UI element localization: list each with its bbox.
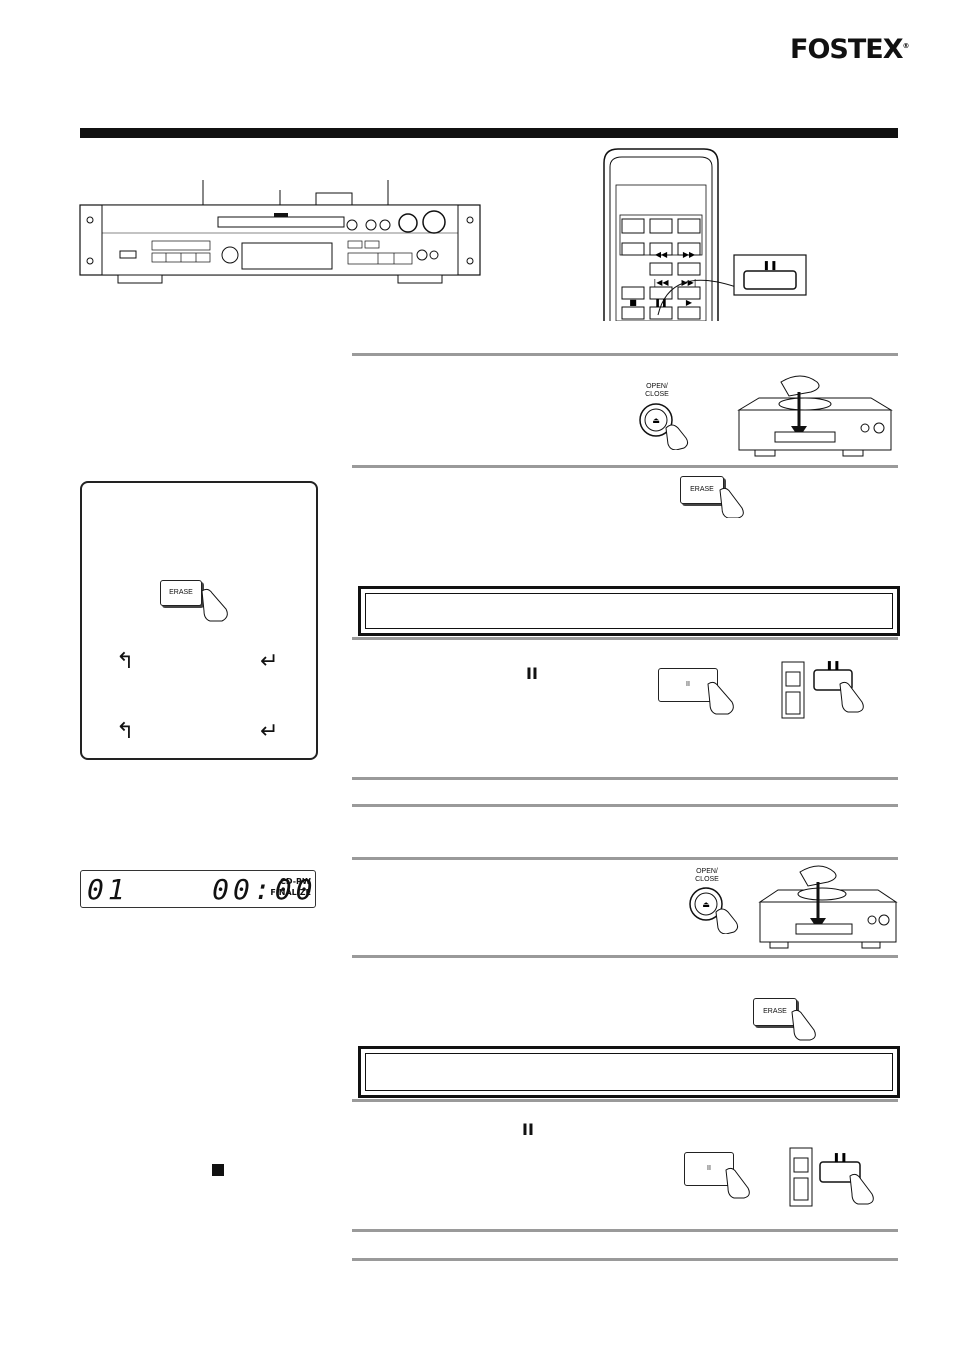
- lcd-display: 01 00:00 CD-RW FINALIZE: [80, 870, 316, 908]
- svg-text:▶▶|: ▶▶|: [682, 278, 697, 287]
- section-divider: [352, 1258, 898, 1261]
- open-close-label: OPEN/ CLOSE: [695, 868, 719, 883]
- lcd-status: FINALIZE: [270, 888, 311, 897]
- return-arrow-icon: ↵: [260, 719, 279, 744]
- front-panel-illustration: [79, 180, 481, 284]
- disc-insert-figure: [758, 865, 898, 949]
- svg-text:◀◀: ◀◀: [655, 250, 668, 259]
- return-arrow-icon: ↵: [260, 649, 279, 674]
- section-title-bar: [80, 128, 898, 138]
- pressing-hand-icon: [201, 588, 228, 622]
- section-divider: [352, 777, 898, 780]
- return-up-arrow-icon: ↰: [116, 719, 135, 744]
- side-erase-key: ERASE: [160, 580, 202, 606]
- open-close-label: OPEN/ CLOSE: [645, 383, 669, 398]
- remote-illustration: ◀◀ ▶▶ |◀◀ ▶▶| ■ ❚❚ ▶ ❚❚: [603, 148, 807, 321]
- pressing-hand-icon: [707, 681, 734, 715]
- svg-text:⏏: ⏏: [652, 416, 660, 425]
- svg-text:❚❚: ❚❚: [825, 661, 840, 671]
- svg-text:■: ■: [629, 298, 637, 307]
- lcd-track-number: 01: [87, 873, 129, 906]
- svg-text:❚❚: ❚❚: [654, 298, 667, 307]
- section-divider: [352, 465, 898, 468]
- section-divider: [352, 857, 898, 860]
- remote-pause-figure: ❚❚: [781, 661, 864, 719]
- framed-note-box: [358, 1046, 900, 1098]
- framed-note-box: [358, 586, 900, 636]
- pressing-hand-icon: [791, 1009, 816, 1041]
- section-divider: [352, 1099, 898, 1102]
- remote-pause-figure: ❚❚: [789, 1147, 874, 1207]
- svg-text:❚❚: ❚❚: [832, 1153, 847, 1163]
- disc-insert-figure: [737, 375, 893, 457]
- section-divider: [352, 1229, 898, 1232]
- open-close-button-figure: ⏏: [639, 403, 689, 450]
- brand-logo: FOSTEX®: [790, 34, 910, 65]
- return-up-arrow-icon: ↰: [116, 649, 135, 674]
- svg-text:|◀◀: |◀◀: [654, 278, 670, 287]
- side-note-box: ERASE ↰ ↵ ↰ ↵: [80, 481, 318, 760]
- pause-key-figure: II: [684, 1152, 734, 1186]
- pressing-hand-icon: [725, 1167, 750, 1199]
- svg-text:❚❚: ❚❚: [762, 261, 777, 271]
- section-divider: [352, 955, 898, 958]
- open-close-button-figure: ⏏: [689, 887, 739, 934]
- lcd-disc-type: CD-RW: [280, 877, 311, 886]
- stop-icon: [212, 1164, 224, 1176]
- pause-symbol-text: II: [522, 1120, 534, 1139]
- svg-text:▶▶: ▶▶: [683, 250, 696, 259]
- svg-text:▶: ▶: [686, 298, 693, 307]
- svg-text:⏏: ⏏: [702, 900, 710, 909]
- erase-key: ERASE: [680, 476, 724, 504]
- section-divider: [352, 353, 898, 356]
- section-divider: [352, 804, 898, 807]
- erase-key: ERASE: [753, 998, 797, 1026]
- section-divider: [352, 637, 898, 640]
- lcd-time: 00:00: [212, 873, 317, 906]
- pressing-hand-icon: [719, 487, 744, 518]
- pause-symbol-text: II: [526, 664, 538, 683]
